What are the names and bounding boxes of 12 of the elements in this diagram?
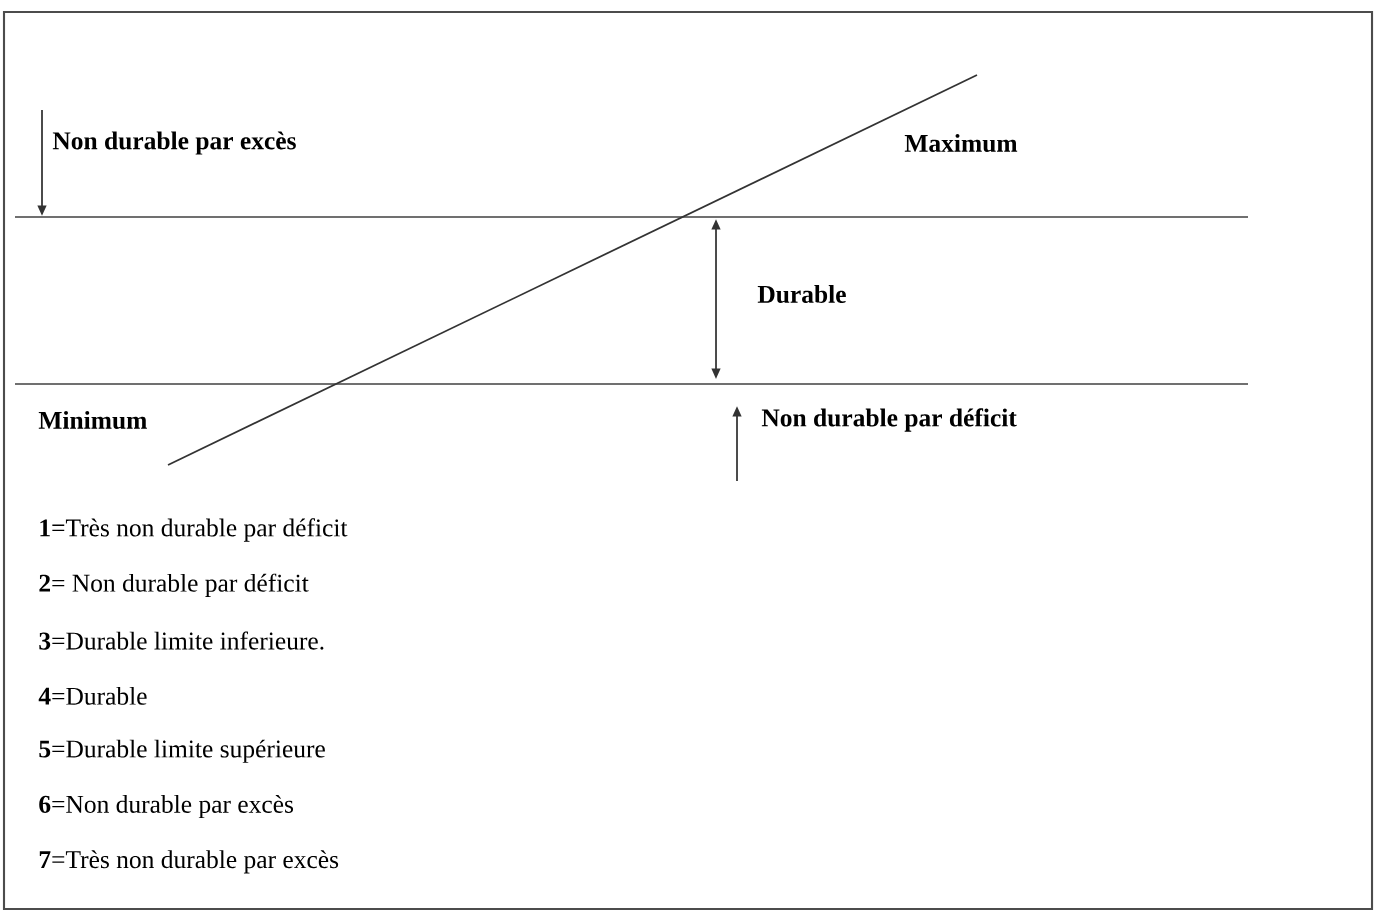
- key-item: 7=Très non durable par excès: [39, 850, 339, 874]
- region-label: Minimum: [38, 411, 147, 429]
- region-label: Durable: [757, 285, 846, 303]
- region-label: Non durable par excès: [52, 131, 296, 155]
- key-item: 5=Durable limite supérieure: [39, 739, 325, 763]
- region-label: Maximum: [904, 134, 1018, 152]
- key-item: 2= Non durable par déficit: [39, 573, 309, 597]
- region-label: Non durable par déficit: [761, 408, 1017, 432]
- key-item: 6=Non durable par excès: [39, 794, 294, 819]
- key-item: 3=Durable limite inferieure.: [39, 631, 324, 650]
- key-item: 1=Très non durable par déficit: [40, 518, 348, 542]
- key-item: 4=Durable: [38, 686, 147, 705]
